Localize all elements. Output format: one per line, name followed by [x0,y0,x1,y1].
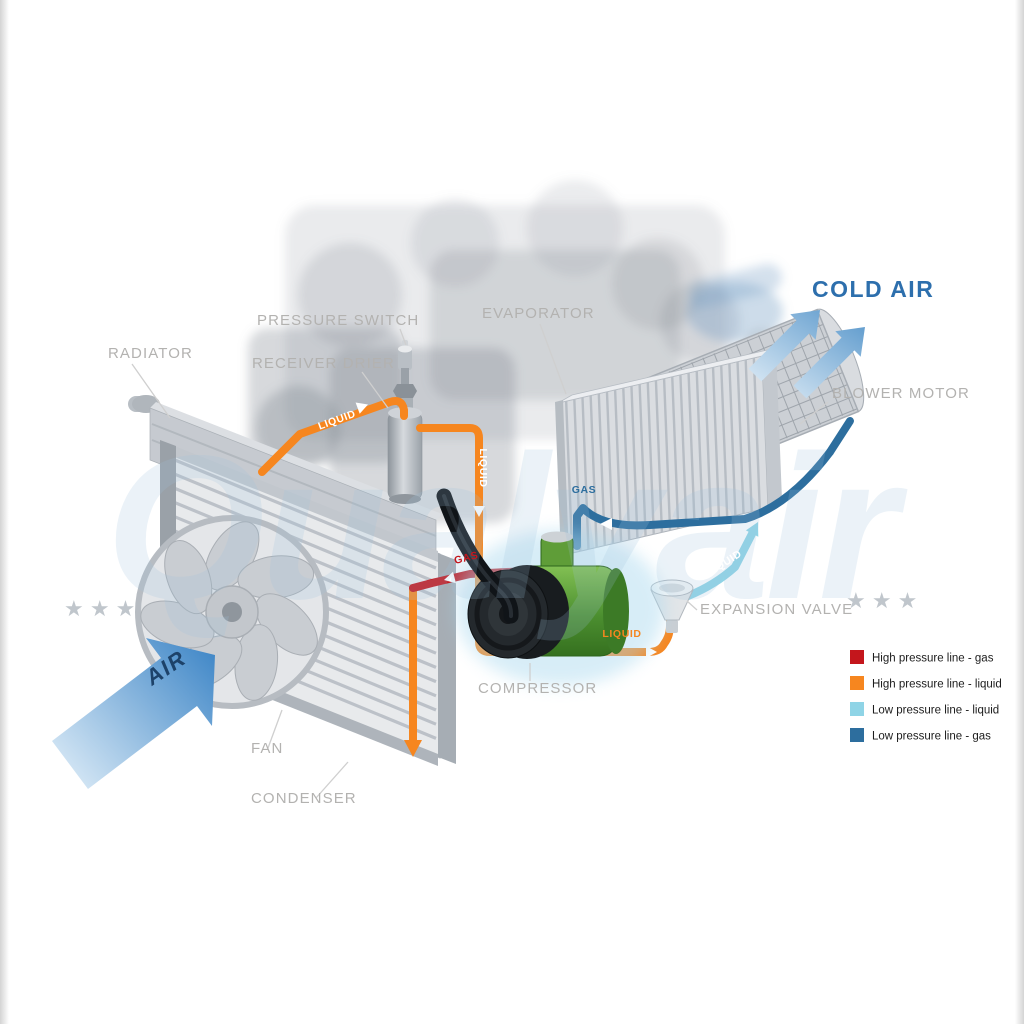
component-labels: RADIATOR PRESSURE SWITCH RECEIVER DRIER … [108,305,970,807]
legend-item-low-gas: Low pressure line - gas [850,728,991,743]
cold-air-outflow: COLD AIR [748,276,934,399]
pipe-low-gas [573,448,834,550]
legend-swatch-low-gas [850,728,864,742]
legend-label-high-gas: High pressure line - gas [872,653,994,665]
legend-item-low-liquid: Low pressure line - liquid [850,702,999,717]
arrow-low-liquid [745,522,759,537]
leader-condenser [315,761,349,799]
watermark-stars-left: ★ ★ ★ [64,596,135,621]
legend-swatch-low-liquid [850,702,864,716]
label-pressure-switch: PRESSURE SWITCH [257,312,419,329]
legend-label-low-liquid: Low pressure line - liquid [872,705,999,717]
label-blower-motor: BLOWER MOTOR [832,385,970,402]
pipe-high-liquid-to-drier [258,397,408,476]
watermark-text: Qualyair [106,413,909,642]
legend-swatch-high-liquid [850,676,864,690]
watermark: Qualyair ★ ★ ★ ★ ★ ★ [64,413,917,642]
leader-expansion-valve [686,600,698,611]
left-edge-strip [0,0,9,1024]
arrow-drier-out [473,506,485,517]
evaporator-graphic [555,347,782,558]
pipe-low-liquid [684,526,758,600]
cold-air-arrow-2 [793,327,865,399]
legend: High pressure line - gas High pressure l… [850,650,1002,743]
cold-air-arrow-1 [748,310,820,382]
arrow-drier-in [355,402,368,414]
right-edge-strip [1015,0,1024,1024]
watermark-stars-right: ★ ★ ★ [846,588,917,613]
leader-radiator [131,363,171,419]
leader-evaporator [539,323,567,395]
legend-label-high-liquid: High pressure line - liquid [872,679,1002,691]
legend-label-low-gas: Low pressure line - gas [872,731,991,743]
label-radiator: RADIATOR [108,345,193,362]
arrow-condenser-in [404,740,422,757]
legend-swatch-high-gas [850,650,864,664]
flow-label-evaporator-out: GAS [572,484,597,496]
leader-pressure-switch [399,328,407,346]
pipe-low-gas-stub [826,417,854,456]
label-compressor: COMPRESSOR [478,680,597,697]
flow-label-drier-out: LIQUID [477,448,489,487]
leader-receiver-drier [361,371,389,409]
legend-item-high-gas: High pressure line - gas [850,650,994,665]
leader-fan [267,709,283,749]
arrow-high-gas [444,571,456,584]
label-fan: FAN [251,740,283,757]
leader-blower-motor [799,401,829,425]
flow-label-compressor-out: GAS [453,549,480,567]
label-expansion-valve: EXPANSION VALVE [700,601,853,618]
engine-ghost [248,180,827,523]
air-inflow-arrow: AIR [52,638,215,789]
label-receiver-drier: RECEIVER DRIER [252,355,395,372]
label-condenser: CONDENSER [251,790,357,807]
legend-item-high-liquid: High pressure line - liquid [850,676,1002,691]
flow-label-valve-in: LIQUID [602,628,641,640]
cold-air-label: COLD AIR [812,276,934,302]
arrow-low-gas [600,518,612,530]
label-evaporator: EVAPORATOR [482,305,595,322]
pressure-switch-graphic [393,384,417,398]
evaporator-fins [564,357,762,554]
compressor-graphic [436,488,665,686]
